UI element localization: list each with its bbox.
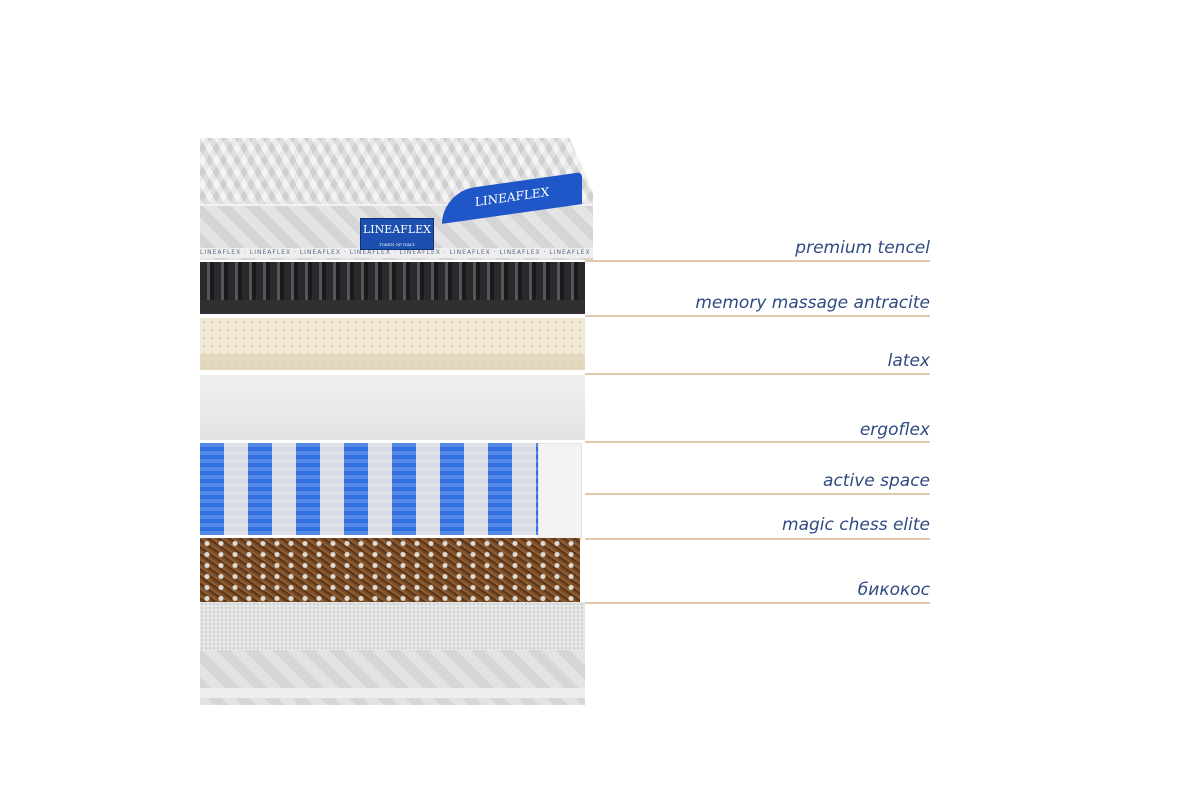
leader-line xyxy=(585,260,930,262)
layer-label: magic chess elite xyxy=(782,515,930,535)
layer-latex xyxy=(200,318,585,370)
layer-label: memory massage antracite xyxy=(695,293,930,313)
leader-line xyxy=(585,441,930,443)
layer-memory-foam xyxy=(200,262,585,314)
layer-ergoflex xyxy=(200,375,585,440)
layer-label: бикокос xyxy=(857,580,930,600)
layer-label: premium tencel xyxy=(795,238,930,258)
layer-label: ergoflex xyxy=(859,420,930,440)
leader-line xyxy=(585,315,930,317)
leader-line xyxy=(585,493,930,495)
layer-label: latex xyxy=(887,351,930,371)
leader-line xyxy=(585,602,930,604)
layer-bicocos xyxy=(200,538,580,602)
layer-label: active space xyxy=(823,471,930,491)
layer-active-space xyxy=(538,443,582,540)
brand-strip: LINEAFLEX · LINEAFLEX · LINEAFLEX · LINE… xyxy=(200,248,593,258)
bottom-cover-top xyxy=(200,602,585,650)
bottom-brand-strip xyxy=(200,688,585,698)
brand-logo-text: LINEAFLEX xyxy=(362,223,432,236)
brand-tagline: TOKEN OF ITALY xyxy=(379,242,415,247)
leader-line xyxy=(585,373,930,375)
layer-pocket-springs xyxy=(200,443,538,535)
brand-logo-label: LINEAFLEX TOKEN OF ITALY xyxy=(360,218,434,250)
leader-line xyxy=(585,538,930,540)
